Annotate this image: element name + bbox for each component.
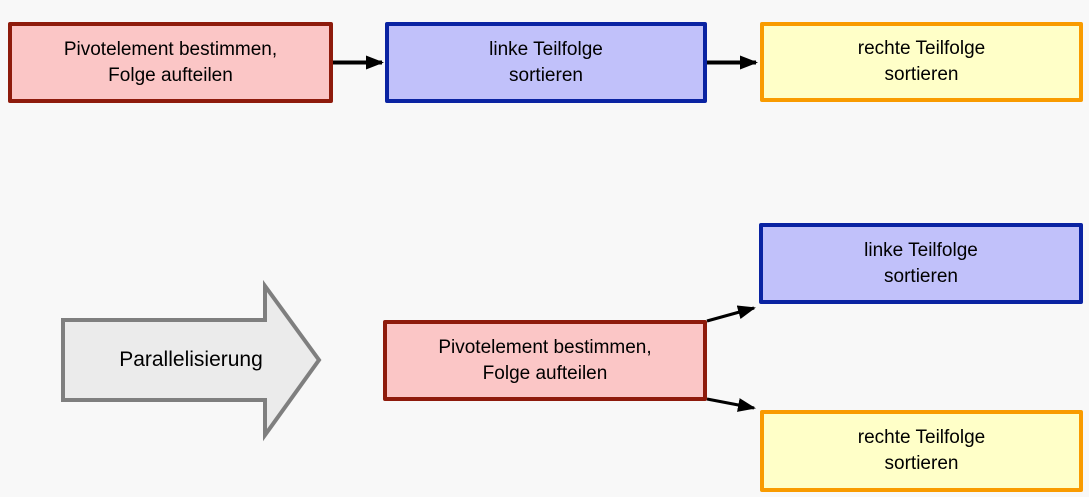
parallel-left-label-line2: sortieren: [884, 265, 958, 287]
parallel-right-label-line2: sortieren: [884, 453, 959, 474]
sequential-left-subsequence-box: linke Teilfolge sortieren: [385, 22, 707, 103]
parallel-right-subsequence-box: rechte Teilfolge sortieren: [760, 410, 1083, 492]
parallel-left-subsequence-box: linke Teilfolge sortieren: [759, 223, 1083, 304]
parallel-pivot-label-line2: Folge aufteilen: [482, 362, 608, 384]
sequential-right-label-line2: sortieren: [884, 64, 959, 85]
sequential-right-label-line1: rechte Teilfolge: [857, 38, 986, 59]
sequential-pivot-label-line2: Folge aufteilen: [108, 64, 233, 86]
arrow-pivot-to-left-parallel-icon: [706, 305, 756, 323]
parallel-right-label-line1: rechte Teilfolge: [857, 427, 986, 448]
parallelisierung-label: Parallelisierung: [119, 348, 263, 371]
sequential-pivot-label-line1: Pivotelement bestimmen,: [63, 38, 278, 60]
parallel-pivot-label-line1: Pivotelement bestimmen,: [438, 336, 652, 358]
sequential-pivot-box: Pivotelement bestimmen, Folge aufteilen: [8, 22, 333, 103]
sequential-right-subsequence-box: rechte Teilfolge sortieren: [760, 22, 1083, 102]
parallel-left-label-line1: linke Teilfolge: [864, 239, 978, 261]
parallel-pivot-box: Pivotelement bestimmen, Folge aufteilen: [383, 320, 707, 401]
arrow-pivot-to-right-parallel-icon: [706, 397, 756, 412]
sequential-left-label-line1: linke Teilfolge: [489, 38, 603, 60]
sequential-left-label-line2: sortieren: [509, 64, 583, 86]
parallelisierung-arrow-shape: [61, 279, 322, 442]
